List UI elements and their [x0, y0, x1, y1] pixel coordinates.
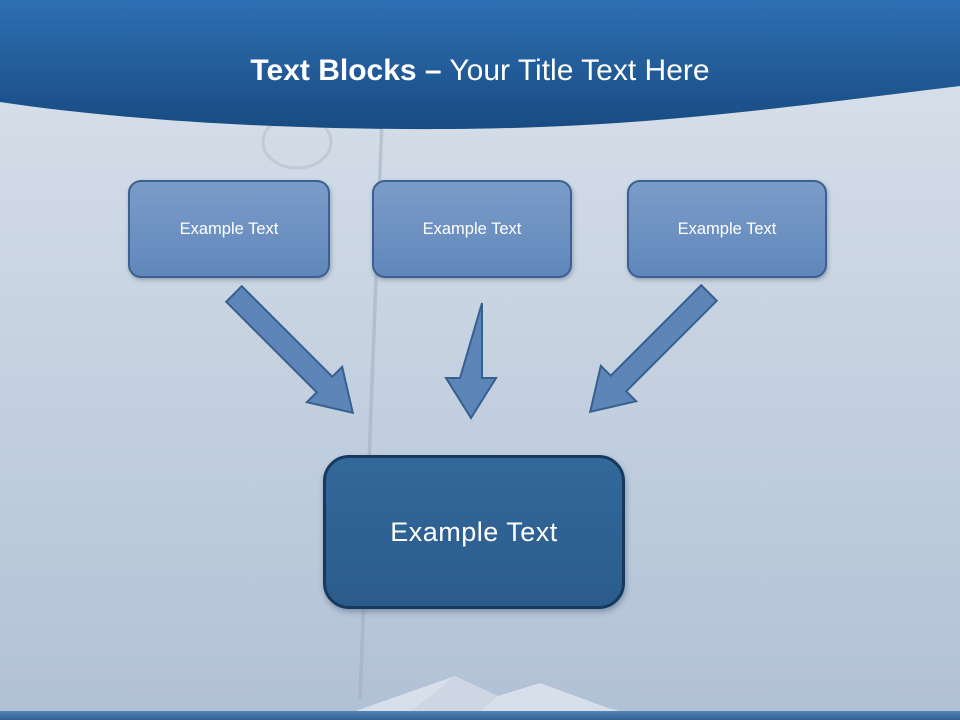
summary-block-label: Example Text	[390, 516, 558, 547]
bottom-bar	[0, 711, 960, 720]
banner-shape	[0, 0, 960, 130]
text-block-3-label: Example Text	[677, 219, 777, 238]
title-bold-text: Text Blocks –	[250, 54, 442, 87]
text-block-3: Example Text	[627, 180, 827, 278]
text-block-1-label: Example Text	[179, 219, 279, 238]
slide-title: Text Blocks – Your Title Text Here	[0, 54, 960, 88]
text-block-2: Example Text	[372, 180, 572, 278]
text-block-2-label: Example Text	[422, 219, 522, 238]
summary-block: Example Text	[323, 455, 625, 609]
title-regular-text: Your Title Text Here	[441, 54, 710, 87]
mountain-shadow	[400, 676, 498, 720]
title-banner	[0, 0, 960, 130]
text-block-1: Example Text	[128, 180, 330, 278]
